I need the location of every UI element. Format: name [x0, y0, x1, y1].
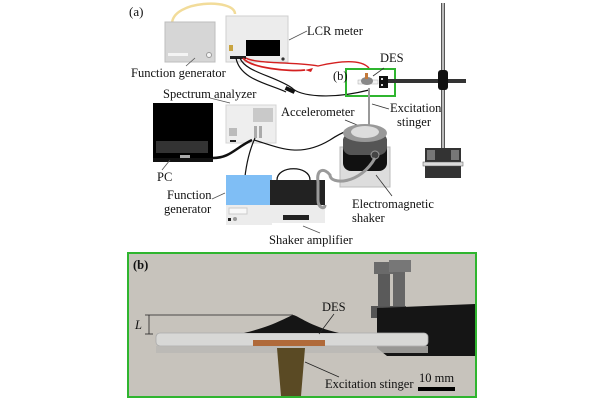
electromagnetic-shaker-device: [339, 124, 391, 188]
lcr-red-lead-1: [242, 57, 306, 72]
label-des-photo: DES: [322, 300, 346, 314]
label-electromagnetic-shaker-line1: Electromagnetic: [352, 197, 434, 211]
label-inset-ref: (b): [333, 69, 348, 83]
label-function-generator-bottom-line1: Function: [167, 188, 212, 202]
lcr-black-lead-1: [235, 57, 287, 93]
lcr-meter-device: [225, 15, 289, 63]
pc-device: [153, 103, 213, 162]
shaker-amplifier-device: [270, 180, 325, 223]
support-stand: [388, 3, 466, 178]
sync-cable: [170, 2, 237, 25]
lcr-black-lead-2: [239, 57, 370, 97]
excitation-stinger-rod: [368, 88, 370, 126]
label-lcr-meter: LCR meter: [307, 24, 363, 38]
des-cone: [244, 315, 339, 333]
label-excitation-stinger-line1: Excitation: [390, 101, 442, 115]
label-function-generator-bottom-line2: generator: [164, 202, 212, 216]
copper-electrode: [253, 340, 325, 346]
label-accelerometer: Accelerometer: [281, 105, 355, 119]
label-electromagnetic-shaker-line2: shaker: [352, 211, 385, 225]
scale-bar: [418, 387, 455, 391]
label-pc: PC: [157, 170, 173, 184]
shaker-cable: [316, 157, 377, 210]
pc-cable: [212, 138, 253, 160]
setup-schematic: [153, 2, 466, 234]
label-spectrum-analyzer: Spectrum analyzer: [163, 87, 257, 101]
label-excitation-stinger-line2: stinger: [397, 115, 432, 129]
lcr-red-lead-2: [245, 57, 370, 69]
panel-a-tag: (a): [129, 4, 144, 19]
spectrum-analyzer-device: [225, 104, 277, 144]
stinger-rod: [277, 348, 305, 396]
label-des: DES: [380, 51, 404, 65]
panel-b-photo: (b) DES L Excitation stinger 10 mm: [127, 252, 477, 398]
panel-b-tag: (b): [133, 258, 149, 272]
function-generator-bottom: [226, 175, 272, 225]
panel-b-drawing: [145, 260, 475, 396]
label-function-generator-top: Function generator: [131, 66, 226, 80]
label-shaker-amplifier: Shaker amplifier: [269, 233, 353, 247]
label-excitation-stinger-photo: Excitation stinger: [325, 377, 414, 391]
label-height-l: L: [135, 318, 142, 332]
function-generator-top: [164, 21, 216, 63]
des-sample-mini: [357, 73, 388, 88]
label-scale-bar: 10 mm: [419, 371, 455, 385]
